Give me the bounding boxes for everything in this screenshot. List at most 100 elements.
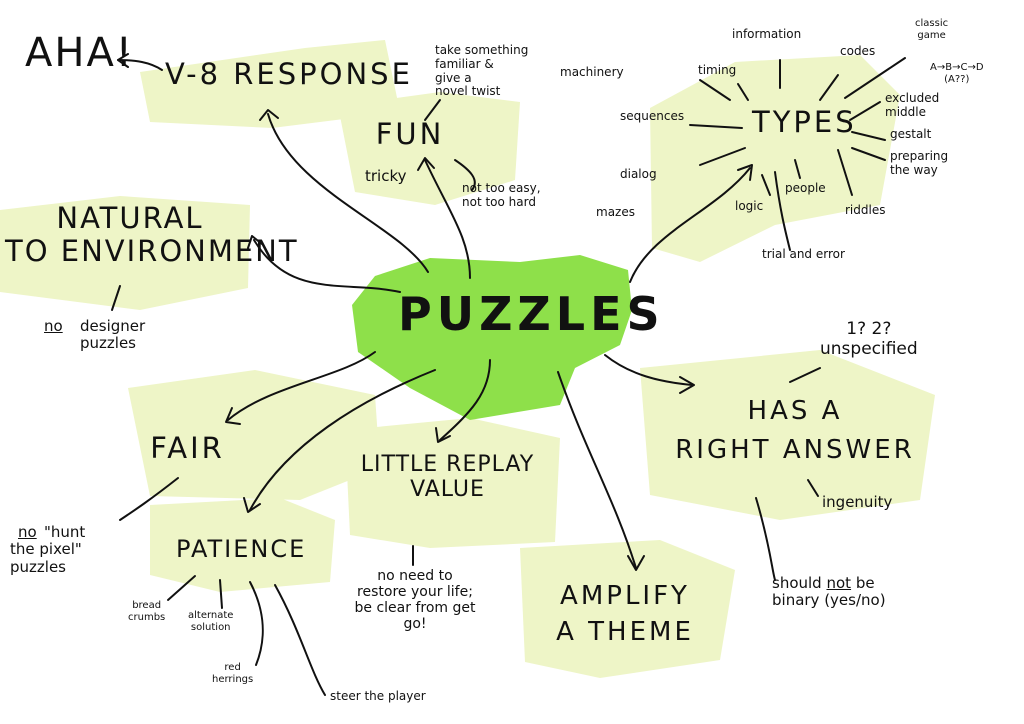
arrowheads	[117, 53, 753, 571]
fun-tricky-note: tricky	[365, 167, 407, 185]
type-information: information	[732, 27, 802, 41]
blob-answer	[640, 350, 935, 520]
arrow-to-vs-response	[267, 113, 429, 273]
blob-fair	[128, 370, 380, 500]
arrow-to-patience	[249, 369, 436, 511]
natural-label: NATURAL TO ENVIRONMENT	[5, 201, 299, 269]
type-preparing-the-way: preparing the way	[890, 149, 949, 177]
ray-classic	[844, 57, 906, 99]
fun-twist-note: take something familiar & give a novel t…	[435, 43, 529, 99]
fair-label: FAIR	[150, 431, 225, 465]
type-sequences: sequences	[620, 109, 685, 123]
arrow-to-fair	[227, 351, 376, 421]
fun-balance-note: not too easy, not too hard	[462, 181, 541, 209]
red-herrings-note: red herrings	[212, 662, 254, 685]
fair-no: no	[18, 523, 37, 541]
ray-gestalt	[851, 131, 886, 141]
line-unspecified	[789, 367, 821, 383]
type-abcd: A→B→C→D (A??)	[930, 62, 984, 85]
blob-types	[650, 55, 900, 262]
arrowhead-patience	[243, 497, 261, 513]
answer-ingenuity-note: ingenuity	[822, 493, 893, 511]
answer-unspecified-note: 1? 2? unspecified	[820, 319, 918, 359]
arrow-to-fun	[424, 159, 471, 279]
arrow-to-replay	[439, 359, 491, 441]
type-people: people	[785, 181, 826, 195]
ray-riddles	[837, 149, 853, 196]
type-mazes: mazes	[596, 205, 635, 219]
patience-label: PATIENCE	[176, 535, 307, 563]
answer-binary-note: should not be binary (yes/no)	[772, 574, 952, 610]
blob-amplify	[520, 540, 735, 678]
arrowhead-amplify	[627, 555, 645, 571]
binary-not: not	[826, 574, 852, 592]
type-gestalt: gestalt	[890, 127, 932, 141]
arrow-to-natural	[253, 239, 401, 293]
line-fun-balance	[454, 159, 476, 191]
ray-people	[794, 159, 801, 179]
line-alternate	[219, 579, 223, 609]
arrowhead-aha	[117, 53, 129, 68]
blob-fun	[338, 92, 520, 205]
line-natural-note	[111, 285, 121, 311]
types-label: TYPES	[752, 105, 857, 139]
highlight-blobs	[0, 40, 935, 678]
fair-note: "hunt the pixel" puzzles	[10, 523, 86, 576]
aha-label: AHA!	[25, 30, 134, 76]
blob-patience	[150, 498, 335, 592]
line-binary	[755, 497, 776, 581]
fun-label: FUN	[375, 117, 445, 151]
amplify-label: AMPLIFY A THEME	[556, 581, 694, 648]
line-fun-twist	[424, 99, 441, 121]
type-logic: logic	[735, 199, 764, 213]
vs-response-label: V-8 RESPONSE	[165, 57, 413, 91]
ray-preparing	[851, 147, 886, 161]
center-label: PUZZLES	[398, 287, 665, 341]
blob-replay	[345, 418, 560, 548]
line-ingenuity	[807, 479, 819, 497]
answer-label: HAS A RIGHT ANSWER	[675, 396, 915, 465]
ray-codes	[819, 74, 839, 101]
arrowhead-types	[737, 164, 753, 181]
ray-sequences	[689, 124, 743, 129]
ray-trial	[774, 171, 791, 251]
ray-logic	[761, 174, 771, 196]
arrowhead-replay	[435, 427, 451, 443]
connector-arrows	[111, 57, 906, 696]
type-dialog: dialog	[620, 167, 657, 181]
blob-vs-response	[140, 40, 400, 128]
replay-note: no need to restore your life; be clear f…	[354, 568, 476, 633]
arrow-to-types	[629, 167, 751, 283]
arrowhead-answer	[679, 376, 695, 394]
binary-post: be binary (yes/no)	[772, 574, 886, 610]
type-riddles: riddles	[845, 203, 886, 217]
arrow-to-amplify	[557, 371, 637, 569]
line-fair-note	[119, 477, 179, 521]
type-trial-and-error: trial and error	[762, 247, 845, 261]
ray-timing	[737, 83, 749, 101]
alternate-solution-note: alternate solution	[188, 610, 234, 633]
line-steer	[274, 584, 326, 696]
natural-no: no	[44, 317, 63, 335]
natural-note: designer puzzles	[80, 317, 146, 353]
blob-natural	[0, 196, 250, 310]
steer-player-note: steer the player	[330, 689, 426, 703]
replay-label: LITTLE REPLAY VALUE	[360, 452, 535, 503]
type-classic-game: classic game	[915, 18, 949, 41]
line-bread-crumbs	[167, 575, 196, 601]
type-codes: codes	[840, 44, 876, 58]
bread-crumbs-note: bread crumbs	[128, 600, 166, 623]
arrow-to-answer	[604, 354, 693, 386]
arrow-to-aha	[117, 59, 163, 71]
ray-machinery	[699, 79, 731, 101]
type-machinery: machinery	[560, 65, 624, 79]
ray-excluded	[849, 101, 881, 121]
arrowhead-fair	[225, 407, 241, 425]
type-timing: timing	[698, 63, 737, 77]
arrowhead-vs-response	[259, 109, 279, 121]
line-red-herrings	[249, 581, 264, 666]
center-blob	[352, 255, 632, 420]
type-excluded-middle: excluded middle	[885, 91, 940, 119]
